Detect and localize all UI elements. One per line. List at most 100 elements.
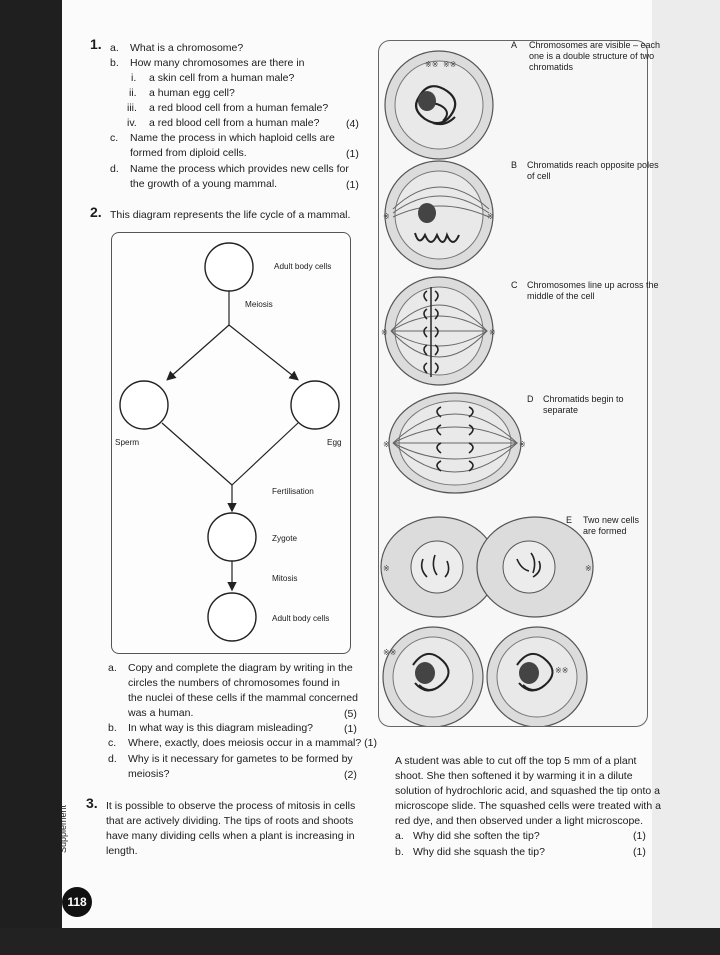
label-egg: Egg [327,438,342,447]
q3b-score: (1) [633,846,646,858]
stage-b-letter: B [511,160,518,170]
q1biii-mark: iii. [127,102,137,114]
stage-c-line2: middle of the cell [527,291,595,301]
q1bii-text: a human egg cell? [149,87,235,99]
label-adult-body-cells-bottom: Adult body cells [272,614,330,623]
q1c-text-line1: Name the process in which haploid cells … [130,132,335,144]
q2c-text: Where, exactly, does meiosis occur in a … [128,737,377,749]
svg-text:※※: ※※ [425,60,438,69]
q3a-mark: a. [395,830,404,842]
arrow-to-egg [228,324,299,381]
q3b-text: Why did she squash the tip? [413,846,545,858]
q1bi-mark: i. [131,72,137,84]
adult-cell-circle-bottom [207,592,257,642]
q3-number: 3. [86,795,98,811]
stage-a-line2: one is a double structure of two [529,51,655,61]
q2a-mark: a. [108,662,117,674]
egg-join-line [231,422,299,486]
stage-a-line3: chromatids [529,62,574,72]
q2c-mark: c. [108,737,117,749]
svg-text:※: ※ [489,328,496,337]
q3-right-line1: A student was able to cut off the top 5 … [395,755,637,767]
q2a-text-line2: circles the numbers of chromosomes found… [128,677,340,689]
q1c-score: (1) [346,148,359,160]
q1-number: 1. [90,36,102,52]
q3-text-line1: It is possible to observe the process of… [106,800,356,812]
stage-a-cell: ※※ ※※ [384,50,494,160]
q1a-mark: a. [110,42,119,54]
page-number: 118 [62,887,92,917]
q1c-text-line2: formed from diploid cells. [130,147,247,159]
stage-e-letter: E [566,515,573,525]
label-fertilisation: Fertilisation [272,487,314,496]
svg-text:※: ※ [487,212,494,221]
stage-d-line2: separate [543,405,579,415]
q1a-text: What is a chromosome? [130,42,244,54]
q3-text-line3: have many dividing cells when a plant is… [106,830,355,842]
q2b-score: (1) [344,723,357,735]
stage-a-line1: Chromosomes are visible – each [529,40,661,50]
stage-e-line1: Two new cells [583,515,640,525]
q1b-text: How many chromosomes are there in [130,57,305,69]
q2b-text: In what way is this diagram misleading? [128,722,314,734]
egg-circle [290,380,340,430]
stage-e-line2: are formed [583,526,627,536]
label-zygote: Zygote [272,534,298,543]
zygote-circle [207,512,257,562]
arrow-to-sperm [166,324,230,381]
q1d-score: (1) [346,179,359,191]
stage-d-cell: ※ ※ [383,392,526,494]
q2-number: 2. [90,204,102,220]
q1d-mark: d. [110,163,119,175]
q3-right-line5: red dye, and then observed under a light… [395,815,644,827]
q3-text-line4: length. [106,845,138,857]
photo-bottom-edge [0,928,720,955]
q3a-score: (1) [633,830,646,842]
daughter-cells: ※※ ※※ [382,626,588,728]
stage-b-line1: Chromatids reach opposite poles [527,160,659,170]
label-mitosis: Mitosis [272,574,298,583]
stage-c-letter: C [511,280,518,290]
q3-right-line4: microscope slide. The squashed cells wer… [395,800,661,812]
q1biii-text: a red blood cell from a human female? [149,102,329,114]
stage-d-letter: D [527,394,534,404]
svg-text:※※: ※※ [443,60,456,69]
svg-text:※: ※ [383,440,390,449]
label-sperm: Sperm [115,438,140,447]
q2a-text-line1: Copy and complete the diagram by writing… [128,662,353,674]
q2a-score: (5) [344,708,357,720]
q2a-text-line3: the nuclei of these cells if the mammal … [128,692,358,704]
q2d-text-line2: meiosis? [128,768,170,780]
sperm-join-line [161,422,233,486]
svg-text:※: ※ [519,440,526,449]
svg-text:※: ※ [585,564,592,573]
stage-a-letter: A [511,40,518,50]
stage-b-cell: ※ ※ [383,160,494,270]
q1biv-text: a red blood cell from a human male? [149,117,320,129]
life-cycle-svg [119,242,340,642]
supplement-side-tab: Supplement [58,804,68,854]
q1d-text-line2: the growth of a young mammal. [130,178,278,190]
q1bi-text: a skin cell from a human male? [149,72,295,84]
q1bii-mark: ii. [129,87,137,99]
svg-text:※: ※ [381,328,388,337]
svg-text:※: ※ [383,564,390,573]
q3a-text: Why did she soften the tip? [413,830,540,842]
q3-right-line2: shoot. She then softened it by warming i… [395,770,633,782]
life-cycle-diagram [111,232,351,654]
q2b-mark: b. [108,722,117,734]
q3-right-line3: solution of hydrochloric acid, and squas… [395,785,661,797]
q3b-mark: b. [395,846,404,858]
svg-text:※: ※ [383,212,390,221]
stage-b-line2: of cell [527,171,551,181]
stage-d-line1: Chromatids begin to [543,394,624,404]
q1biv-score: (4) [346,118,359,130]
stage-c-line1: Chromosomes line up across the [527,280,659,290]
mitosis-stages-panel: ※※ ※※ ※ ※ ※ ※ [378,40,648,728]
svg-text:※※: ※※ [555,666,568,675]
q2d-score: (2) [344,769,357,781]
sperm-circle [119,380,169,430]
adult-cell-circle-top [204,242,254,292]
q1b-mark: b. [110,57,119,69]
q2d-text-line1: Why is it necessary for gametes to be fo… [128,753,353,765]
